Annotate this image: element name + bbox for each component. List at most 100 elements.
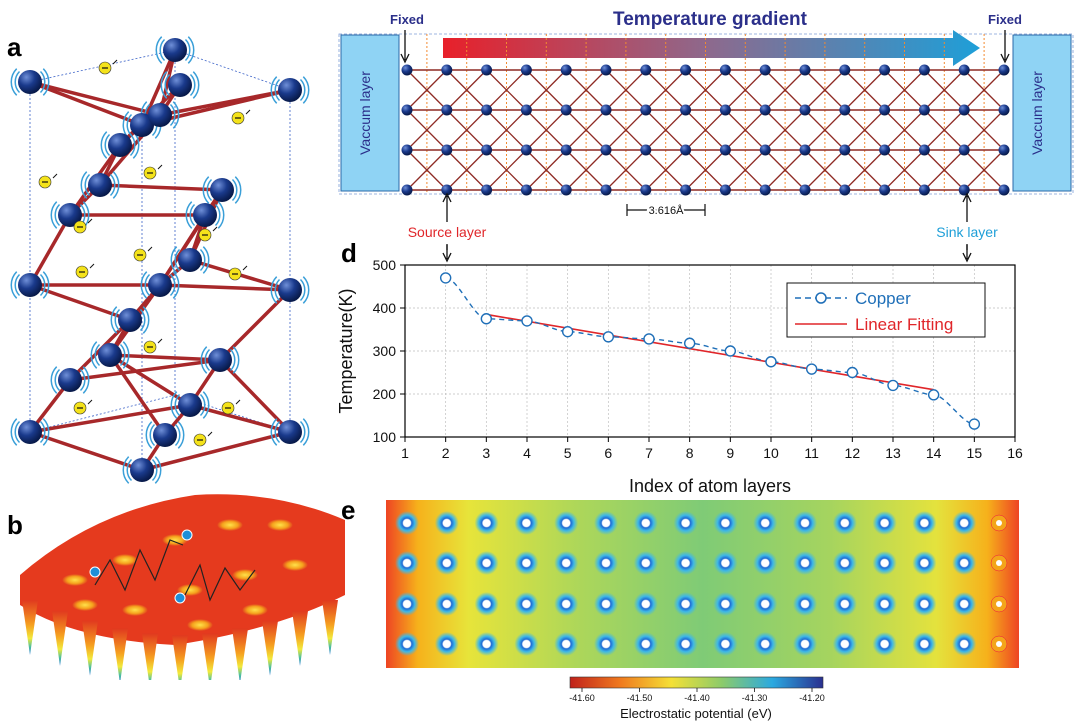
lattice-atom	[600, 64, 612, 76]
atom-site	[514, 632, 539, 656]
x-tick-label: 3	[482, 445, 490, 461]
lattice-atom	[918, 184, 930, 196]
temperature-gradient-arrow	[443, 30, 980, 66]
atom-site-edge	[996, 560, 1002, 566]
lattice-atom	[839, 64, 851, 76]
atom-site	[434, 632, 459, 656]
lattice-atom	[401, 184, 413, 196]
potential-pit	[187, 619, 213, 631]
lattice-atom	[759, 104, 771, 116]
atom-site	[952, 551, 977, 575]
lattice-atom	[560, 64, 572, 76]
atom-site	[713, 632, 738, 656]
lattice-atom	[520, 104, 532, 116]
lattice-atom	[441, 64, 453, 76]
lattice-atom	[560, 104, 572, 116]
copper-atom	[278, 278, 302, 302]
atom-site	[832, 511, 857, 535]
spacing-bracket	[626, 204, 706, 216]
copper-atom	[278, 420, 302, 444]
atom-site	[633, 511, 658, 535]
copper-data-point	[805, 363, 818, 375]
copper-atom	[118, 308, 142, 332]
fixed-label-left: Fixed	[390, 12, 424, 27]
lattice-atom	[401, 104, 413, 116]
lattice-atom	[839, 184, 851, 196]
potential-pit	[122, 604, 148, 616]
potential-pit	[282, 559, 308, 571]
lattice-atom	[879, 144, 891, 156]
x-tick-label: 14	[926, 445, 942, 461]
lattice-atom	[481, 144, 493, 156]
atom-site	[594, 632, 618, 656]
copper-atom	[58, 368, 82, 392]
atom-site	[872, 592, 897, 616]
colorbar-tick-label: -41.40	[684, 693, 710, 703]
atom-site	[713, 592, 738, 616]
atom-site	[514, 551, 539, 575]
lattice-atom	[879, 184, 891, 196]
atom-site	[753, 551, 778, 575]
colorbar-tick-label: -41.20	[799, 693, 825, 703]
x-tick-label: 15	[967, 445, 983, 461]
lattice-atom	[759, 64, 771, 76]
atom-site	[793, 592, 817, 616]
atom-site	[673, 632, 698, 656]
lattice-atom	[719, 104, 731, 116]
atom-site	[753, 511, 778, 535]
source-arrow-up	[442, 192, 452, 222]
copper-data-point	[561, 325, 574, 338]
atom-site	[434, 592, 459, 616]
atom-site	[594, 592, 618, 616]
copper-data-point	[521, 315, 533, 327]
lattice-atom	[560, 184, 572, 196]
y-tick-label: 200	[373, 386, 397, 402]
colorbar-label: Electrostatic potential (eV)	[620, 706, 772, 721]
atom-site	[912, 592, 937, 616]
atom-site	[474, 592, 499, 616]
atom-site	[952, 632, 977, 656]
atom-site	[713, 551, 738, 575]
atom-site-edge	[996, 520, 1002, 526]
x-tick-label: 8	[686, 445, 694, 461]
copper-data-point	[724, 345, 737, 357]
sink-arrow-down	[962, 245, 972, 263]
lattice-atom	[680, 64, 692, 76]
copper-data-point	[887, 379, 899, 392]
potential-well-leg	[52, 610, 68, 666]
potential-pit	[177, 584, 203, 596]
lattice-atom	[799, 104, 811, 116]
atom-site	[554, 551, 579, 575]
copper-atom	[148, 273, 172, 297]
x-tick-label: 5	[564, 445, 572, 461]
vacuum-label-right: Vaccum layer	[1029, 71, 1045, 155]
copper-atom	[18, 273, 42, 297]
atom-site	[554, 511, 579, 535]
atom-site	[633, 551, 658, 575]
potential-well-leg	[172, 635, 188, 680]
atom-site	[395, 511, 419, 535]
potential-well-leg	[232, 628, 248, 680]
lattice-atom	[719, 184, 731, 196]
x-tick-label: 2	[442, 445, 450, 461]
potential-well-leg	[112, 628, 128, 680]
potential-well-leg	[22, 600, 38, 655]
y-tick-label: 300	[373, 343, 397, 359]
lattice-atom	[680, 104, 692, 116]
atom-site	[753, 632, 778, 656]
lattice-atom	[680, 184, 692, 196]
lattice-atom	[998, 144, 1010, 156]
lattice-atom	[401, 64, 413, 76]
lattice-atom	[799, 144, 811, 156]
panel-label-a: a	[7, 32, 22, 62]
copper-data-point	[846, 366, 859, 379]
atom-site	[912, 551, 937, 575]
lattice-atom	[600, 144, 612, 156]
potential-pit	[62, 574, 88, 586]
copper-data-point	[439, 272, 452, 284]
lattice-atom	[958, 144, 970, 156]
lattice-atom	[441, 184, 453, 196]
x-tick-label: 10	[763, 445, 779, 461]
atom-site	[474, 632, 499, 656]
x-tick-label: 16	[1007, 445, 1023, 461]
